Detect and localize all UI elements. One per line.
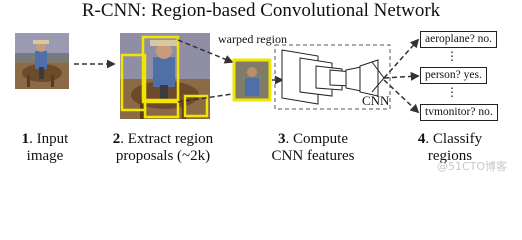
diagram-title: R-CNN: Region-based Convolutional Networ… <box>81 0 441 21</box>
step-4-caption: 4. Classify regions <box>400 131 500 165</box>
step-subtitle: proposals (~2k) <box>115 148 211 164</box>
step-2-caption: 2. Extract region proposals (~2k) <box>98 131 228 165</box>
step-3-caption: 3. Compute CNN features <box>258 131 368 165</box>
step-title: . Classify <box>425 131 483 147</box>
cnn-box <box>274 44 391 110</box>
step-subtitle: image <box>26 148 64 164</box>
step-number: 2 <box>112 131 121 147</box>
step-subtitle: CNN features <box>271 148 355 164</box>
region-box <box>183 94 209 118</box>
step-title: . Input <box>29 131 69 147</box>
step-title: . Compute <box>285 131 349 147</box>
step-number: 3 <box>278 131 286 147</box>
input-image <box>15 33 69 89</box>
region-box <box>141 35 180 104</box>
output-person: person? yes. <box>420 67 487 84</box>
output-aeroplane: aeroplane? no. <box>420 31 498 48</box>
step-number: 4 <box>417 131 426 147</box>
region-box <box>143 98 180 119</box>
watermark: @51CTO博客 <box>437 160 508 173</box>
step-number: 1 <box>21 131 30 147</box>
region-box <box>120 53 147 112</box>
ellipsis-upper: ⋮ <box>446 49 458 63</box>
ellipsis-lower: ⋮ <box>446 85 458 99</box>
warped-region-label: warped region <box>218 32 287 46</box>
step-title: . Extract region <box>120 131 214 147</box>
cnn-layers <box>281 49 385 105</box>
cnn-label: CNN <box>362 93 390 108</box>
output-tvmonitor: tvmonitor? no. <box>420 104 498 121</box>
step-1-caption: 1. Input image <box>10 131 80 165</box>
diagram-graphics <box>74 35 420 119</box>
step-subtitle: regions <box>427 148 473 164</box>
